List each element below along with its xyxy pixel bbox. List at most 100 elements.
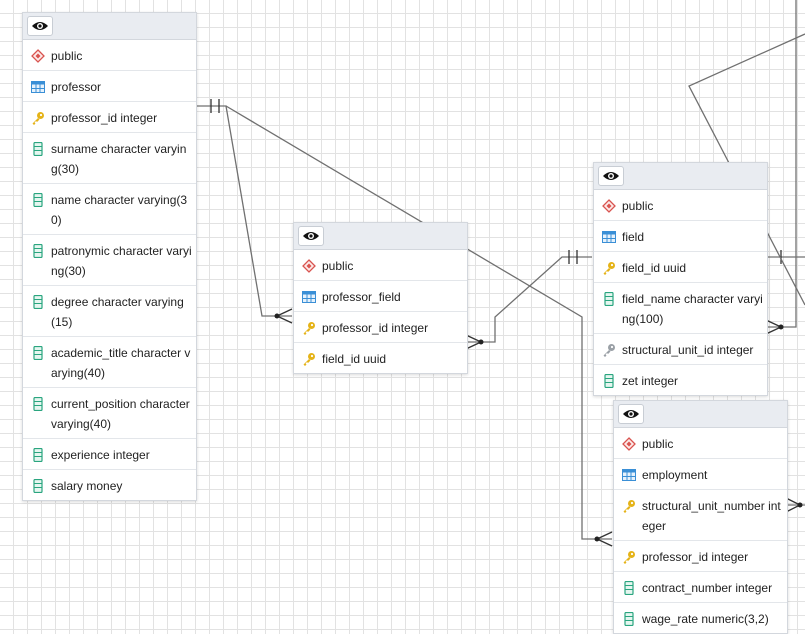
column-row-label: zet integer bbox=[622, 374, 679, 388]
column-row-label: salary money bbox=[51, 479, 123, 493]
table-name-row[interactable]: professor_field bbox=[294, 281, 467, 312]
primary-key-icon bbox=[31, 111, 45, 125]
table-node-field[interactable]: public field field_id uuid field_name chara… bbox=[593, 162, 768, 396]
column-icon bbox=[31, 193, 45, 207]
schema-icon bbox=[302, 259, 316, 273]
schema-row-label: public bbox=[622, 199, 654, 213]
column-row[interactable]: academic_title character varying(40) bbox=[23, 337, 196, 388]
toggle-visibility-button[interactable] bbox=[298, 226, 324, 246]
column-row[interactable]: structural_unit_number integer bbox=[614, 490, 787, 541]
schema-icon bbox=[622, 437, 636, 451]
table-icon bbox=[622, 468, 636, 482]
column-row[interactable]: contract_number integer bbox=[614, 572, 787, 603]
table-node-employment[interactable]: public employment structural_unit_number i… bbox=[613, 400, 788, 634]
column-row[interactable]: field_id uuid bbox=[294, 343, 467, 373]
relationship-offscreen[interactable] bbox=[765, 229, 805, 306]
column-row-label: field_name character varying(100) bbox=[622, 292, 763, 326]
column-icon bbox=[31, 448, 45, 462]
schema-row[interactable]: public bbox=[294, 250, 467, 281]
column-row-label: professor_id integer bbox=[642, 550, 749, 564]
column-icon bbox=[31, 346, 45, 360]
column-row[interactable]: surname character varying(30) bbox=[23, 133, 196, 184]
table-icon bbox=[302, 290, 316, 304]
many-marker-dot bbox=[778, 324, 784, 330]
many-marker-dot bbox=[797, 502, 803, 508]
schema-row-label: public bbox=[322, 259, 354, 273]
many-marker bbox=[596, 531, 613, 547]
column-row-label: structural_unit_number integer bbox=[642, 499, 781, 533]
column-icon bbox=[31, 244, 45, 258]
table-name-row[interactable]: employment bbox=[614, 459, 787, 490]
column-row[interactable]: experience integer bbox=[23, 439, 196, 470]
many-marker-dot bbox=[594, 536, 600, 542]
table-name-row-label: professor bbox=[51, 80, 102, 94]
column-row-label: professor_id integer bbox=[51, 111, 158, 125]
table-name-row[interactable]: professor bbox=[23, 71, 196, 102]
many-marker bbox=[765, 319, 782, 335]
many-marker-dot bbox=[274, 313, 280, 319]
table-icon bbox=[602, 230, 616, 244]
column-row-label: name character varying(30) bbox=[51, 193, 188, 227]
column-row-label: patronymic character varying(30) bbox=[51, 244, 192, 278]
column-icon bbox=[622, 581, 636, 595]
column-row[interactable]: zet integer bbox=[594, 365, 767, 395]
column-row-label: academic_title character varying(40) bbox=[51, 346, 191, 380]
column-row-label: degree character varying(15) bbox=[51, 295, 184, 329]
column-row[interactable]: patronymic character varying(30) bbox=[23, 235, 196, 286]
table-node-professor-field[interactable]: public professor_field professor_id intege… bbox=[293, 222, 468, 374]
eye-icon bbox=[31, 20, 49, 32]
relationship-offscreen[interactable] bbox=[688, 33, 805, 164]
table-name-row-label: field bbox=[622, 230, 645, 244]
column-row-label: professor_id integer bbox=[322, 321, 429, 335]
table-header bbox=[294, 223, 467, 250]
column-row-label: field_id uuid bbox=[622, 261, 687, 275]
column-row-label: contract_number integer bbox=[642, 581, 773, 595]
schema-row-label: public bbox=[51, 49, 83, 63]
table-header bbox=[594, 163, 767, 190]
schema-icon bbox=[602, 199, 616, 213]
eye-icon bbox=[602, 170, 620, 182]
toggle-visibility-button[interactable] bbox=[598, 166, 624, 186]
schema-row[interactable]: public bbox=[23, 40, 196, 71]
column-icon bbox=[602, 292, 616, 306]
relationship-field-structural-unit[interactable] bbox=[766, 0, 797, 328]
column-row[interactable]: structural_unit_id integer bbox=[594, 334, 767, 365]
column-row-label: field_id uuid bbox=[322, 352, 387, 366]
table-name-row[interactable]: field bbox=[594, 221, 767, 252]
schema-row-label: public bbox=[642, 437, 674, 451]
eye-icon bbox=[302, 230, 320, 242]
many-marker bbox=[465, 334, 482, 350]
relationship-professor-professor-field[interactable] bbox=[196, 105, 292, 317]
column-row[interactable]: professor_id integer bbox=[294, 312, 467, 343]
column-row[interactable]: degree character varying(15) bbox=[23, 286, 196, 337]
table-node-professor[interactable]: public professor professor_id integer surna… bbox=[22, 12, 197, 501]
column-row[interactable]: field_id uuid bbox=[594, 252, 767, 283]
many-marker bbox=[276, 308, 293, 324]
column-icon bbox=[602, 374, 616, 388]
schema-row[interactable]: public bbox=[594, 190, 767, 221]
table-name-row-label: professor_field bbox=[322, 290, 401, 304]
foreign-key-icon bbox=[602, 343, 616, 357]
column-row[interactable]: salary money bbox=[23, 470, 196, 500]
column-row[interactable]: wage_rate numeric(3,2) bbox=[614, 603, 787, 633]
primary-key-icon bbox=[622, 499, 636, 513]
column-row[interactable]: current_position character varying(40) bbox=[23, 388, 196, 439]
column-icon bbox=[31, 142, 45, 156]
many-marker-dot bbox=[478, 339, 484, 345]
column-row-label: experience integer bbox=[51, 448, 150, 462]
column-icon bbox=[31, 295, 45, 309]
column-row[interactable]: field_name character varying(100) bbox=[594, 283, 767, 334]
primary-key-icon bbox=[602, 261, 616, 275]
column-row-label: wage_rate numeric(3,2) bbox=[642, 612, 769, 626]
many-marker bbox=[785, 497, 801, 513]
schema-row[interactable]: public bbox=[614, 428, 787, 459]
toggle-visibility-button[interactable] bbox=[618, 404, 644, 424]
relationship-field-professor-field[interactable] bbox=[466, 256, 592, 343]
column-row[interactable]: name character varying(30) bbox=[23, 184, 196, 235]
column-row-label: current_position character varying(40) bbox=[51, 397, 190, 431]
table-name-row-label: employment bbox=[642, 468, 708, 482]
column-row[interactable]: professor_id integer bbox=[614, 541, 787, 572]
column-icon bbox=[622, 612, 636, 626]
column-row[interactable]: professor_id integer bbox=[23, 102, 196, 133]
toggle-visibility-button[interactable] bbox=[27, 16, 53, 36]
